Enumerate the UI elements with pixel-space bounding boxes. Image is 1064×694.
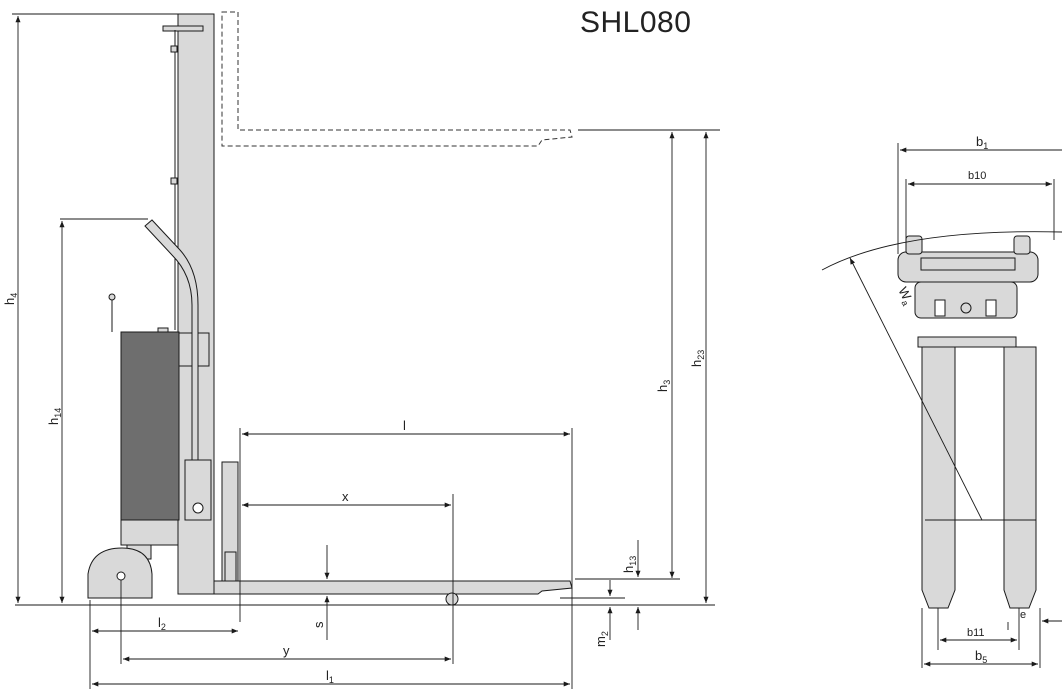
mast-top-plate bbox=[162, 25, 204, 32]
top-view-left-fork bbox=[921, 346, 956, 609]
dim-label-wa: Wa bbox=[894, 284, 917, 307]
dim-label-b1: b1 bbox=[976, 134, 988, 151]
dim-label-b5: b5 bbox=[975, 648, 987, 665]
dim-label-h14: h14 bbox=[46, 408, 63, 425]
dim-label-s: s bbox=[311, 621, 326, 628]
top-view bbox=[897, 235, 1039, 609]
side-view-labels: h4 h14 h3 h23 h13 m2 s l x l2 y l1 bbox=[2, 293, 706, 685]
load-roller bbox=[445, 592, 459, 606]
side-view bbox=[15, 11, 715, 606]
dim-label-h4: h4 bbox=[2, 293, 19, 305]
dim-label-h23: h23 bbox=[689, 350, 706, 367]
chassis bbox=[120, 519, 179, 546]
battery bbox=[120, 331, 180, 521]
dim-label-h13: h13 bbox=[621, 556, 638, 573]
dim-label-b10: b10 bbox=[968, 170, 986, 182]
control-knob bbox=[108, 293, 116, 301]
dim-label-x: x bbox=[342, 489, 349, 504]
top-view-right-fork bbox=[1003, 346, 1037, 609]
top-view-dimension-lines bbox=[821, 143, 1063, 668]
dim-label-m2: m2 bbox=[593, 631, 610, 647]
side-view-dimension-lines bbox=[12, 13, 720, 689]
dim-label-l1: l1 bbox=[326, 668, 334, 685]
raised-fork-outline bbox=[221, 11, 573, 147]
fork bbox=[213, 580, 573, 595]
dim-label-l: l bbox=[403, 418, 406, 433]
dim-label-e: e bbox=[1020, 609, 1026, 621]
drive-wheel-hub bbox=[116, 571, 126, 581]
dim-label-h3: h3 bbox=[655, 380, 672, 392]
dim-label-y: y bbox=[283, 643, 290, 658]
dim-label-b11: b11 bbox=[967, 627, 985, 639]
dim-label-l2: l2 bbox=[158, 615, 166, 632]
model-title: SHL080 bbox=[580, 6, 692, 39]
